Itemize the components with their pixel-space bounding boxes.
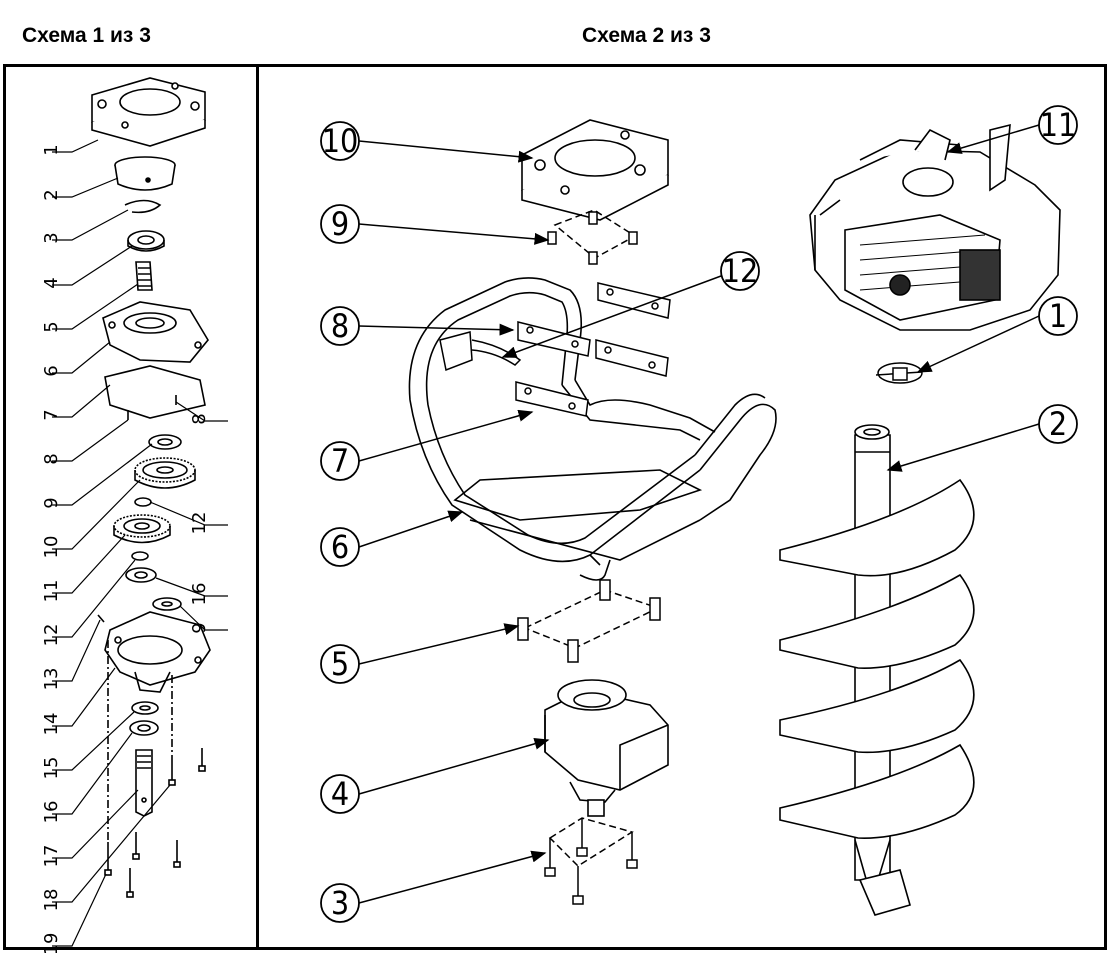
part-number-label: 16 [189,583,210,606]
callout-number: 7 [331,442,349,480]
callout-number: 4 [331,775,349,813]
part-number-label: 13 [41,668,62,691]
r-pin [875,362,923,384]
part-number-label: 9 [189,622,210,633]
part-number-label: 8 [41,453,62,464]
part-flange-plate [91,77,206,147]
scheme-1-leaders [52,139,228,947]
part-number-label: 14 [41,713,62,736]
callout-number: 8 [331,307,349,345]
part-cup [114,156,176,191]
part-number-label: 1 [41,144,62,155]
part-number-label: 18 [41,889,62,912]
part-number-label: 7 [41,409,62,420]
part-number-label: 12 [189,512,210,535]
part-number-label: 4 [41,277,62,288]
callout-number: 3 [331,884,349,922]
part-number-label: 2 [41,189,62,200]
scheme-1-title: Схема 1 из 3 [22,24,151,47]
callout-arrows [358,124,1040,904]
callout-number: 5 [331,645,349,683]
part-number-label: 8 [189,413,210,424]
lower-bolts [517,579,661,663]
part-number-label: 10 [41,536,62,559]
callout-number: 6 [331,528,349,566]
upper-bolts [547,209,638,265]
part-number-label: 11 [41,580,62,603]
part-number-label: 15 [41,757,62,780]
throttle-handle [439,331,522,372]
callouts [320,105,1078,923]
callout-number: 1 [1049,297,1067,335]
part-number-label: 19 [41,933,62,953]
scheme-2-title: Схема 2 из 3 [582,24,711,47]
part-number-label: 17 [41,845,62,868]
part-number-label: 3 [41,232,62,243]
callout-number: 2 [1049,405,1067,443]
callout-number: 10 [322,122,359,160]
part-number-label: 9 [41,497,62,508]
callout-number: 11 [1040,106,1077,144]
callout-number: 12 [722,252,759,290]
gearbox-parts [91,77,211,898]
clamp-strips [515,282,671,417]
frame-tubes [408,277,777,581]
callout-number: 9 [331,205,349,243]
bottom-bolts [544,817,638,905]
part-number-label: 12 [41,624,62,647]
part-number-label: 5 [41,321,62,332]
part-number-label: 6 [41,365,62,376]
part-number-label: 16 [41,801,62,824]
mount-plate [521,119,669,221]
scheme-2-panel [256,64,1107,950]
auger [779,424,975,916]
engine [809,123,1061,331]
gearbox-assembly [544,679,669,817]
